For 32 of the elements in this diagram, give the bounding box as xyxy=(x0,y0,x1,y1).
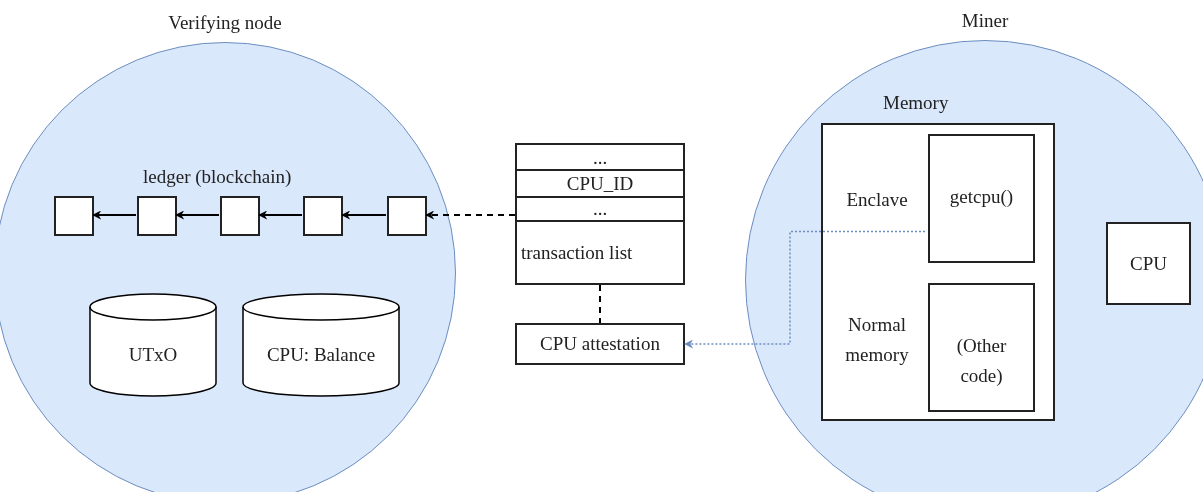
block-box xyxy=(303,196,343,236)
process-box xyxy=(515,323,685,365)
block-box xyxy=(137,196,177,236)
block-box xyxy=(387,196,427,236)
arrow xyxy=(684,230,926,349)
region-title: Verifying node xyxy=(167,11,283,35)
header-field: CPU_ID xyxy=(517,171,683,198)
process-box xyxy=(1106,222,1191,305)
box-label: getcpu() xyxy=(949,185,1014,209)
box-label: CPU xyxy=(1130,251,1167,276)
arrow xyxy=(341,210,387,220)
arrow xyxy=(175,210,220,220)
database-label: UTxO xyxy=(127,343,179,367)
block-box xyxy=(54,196,94,236)
arrow xyxy=(425,210,516,220)
database-label: CPU: Balance xyxy=(265,343,377,367)
header-field: ... xyxy=(517,145,683,172)
code-box xyxy=(928,283,1035,412)
region-title: Miner xyxy=(960,9,1010,33)
box-label: (Other code) xyxy=(955,334,1008,388)
header-field: ... xyxy=(517,197,683,222)
arrow xyxy=(92,210,137,220)
block-box xyxy=(220,196,260,236)
code-box xyxy=(928,134,1035,263)
block-header-stack xyxy=(515,143,685,285)
memory-title: Memory xyxy=(883,91,949,115)
memory-region-label: Enclave xyxy=(845,188,909,212)
chain-label: ledger (blockchain) xyxy=(143,165,292,189)
header-field: transaction list xyxy=(517,221,683,283)
arrow xyxy=(258,210,303,220)
box-label: CPU attestation xyxy=(540,332,660,356)
memory-region-label: Normal memory xyxy=(844,313,910,367)
